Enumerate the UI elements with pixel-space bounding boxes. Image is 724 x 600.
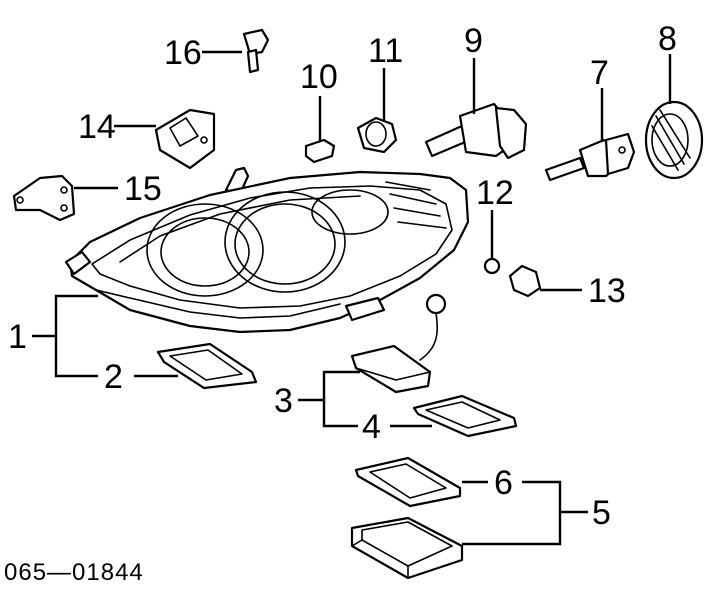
callout-3: 3 <box>274 382 293 420</box>
callout-10: 10 <box>300 58 338 96</box>
diagram-code: 065—01844 <box>4 559 144 586</box>
callout-6: 6 <box>494 464 513 502</box>
socket-part-8 <box>644 100 704 180</box>
clip-part-16 <box>242 28 270 74</box>
callout-12: 12 <box>476 174 514 212</box>
callout-16: 16 <box>164 34 202 72</box>
callout-labels: 16 14 15 10 11 9 7 8 12 13 1 2 3 4 6 5 <box>8 20 677 532</box>
bulb-part-10 <box>304 138 336 164</box>
bracket-part-14 <box>154 108 216 170</box>
callout-7: 7 <box>590 54 609 92</box>
bulb-part-9 <box>424 102 528 160</box>
cover-part-3 <box>350 293 447 394</box>
cap-part-12 <box>483 257 501 275</box>
callout-15: 15 <box>124 170 162 208</box>
callout-14: 14 <box>78 108 116 146</box>
callout-5: 5 <box>592 494 611 532</box>
tray-part-5 <box>350 516 464 580</box>
socket-part-13 <box>508 264 542 298</box>
callout-9: 9 <box>464 22 483 60</box>
callout-13: 13 <box>588 272 626 310</box>
callout-8: 8 <box>658 20 677 58</box>
callout-11: 11 <box>368 32 403 70</box>
gasket-part-4 <box>412 394 518 438</box>
bulb-part-7 <box>544 132 636 182</box>
leader-lines <box>32 50 672 546</box>
headlamp-assembly <box>64 166 470 334</box>
gasket-part-2 <box>156 342 258 390</box>
callout-1: 1 <box>8 318 27 356</box>
callout-4: 4 <box>362 408 381 446</box>
socket-part-11 <box>356 116 398 154</box>
callout-2: 2 <box>104 358 123 396</box>
bracket-part-15 <box>12 174 76 222</box>
